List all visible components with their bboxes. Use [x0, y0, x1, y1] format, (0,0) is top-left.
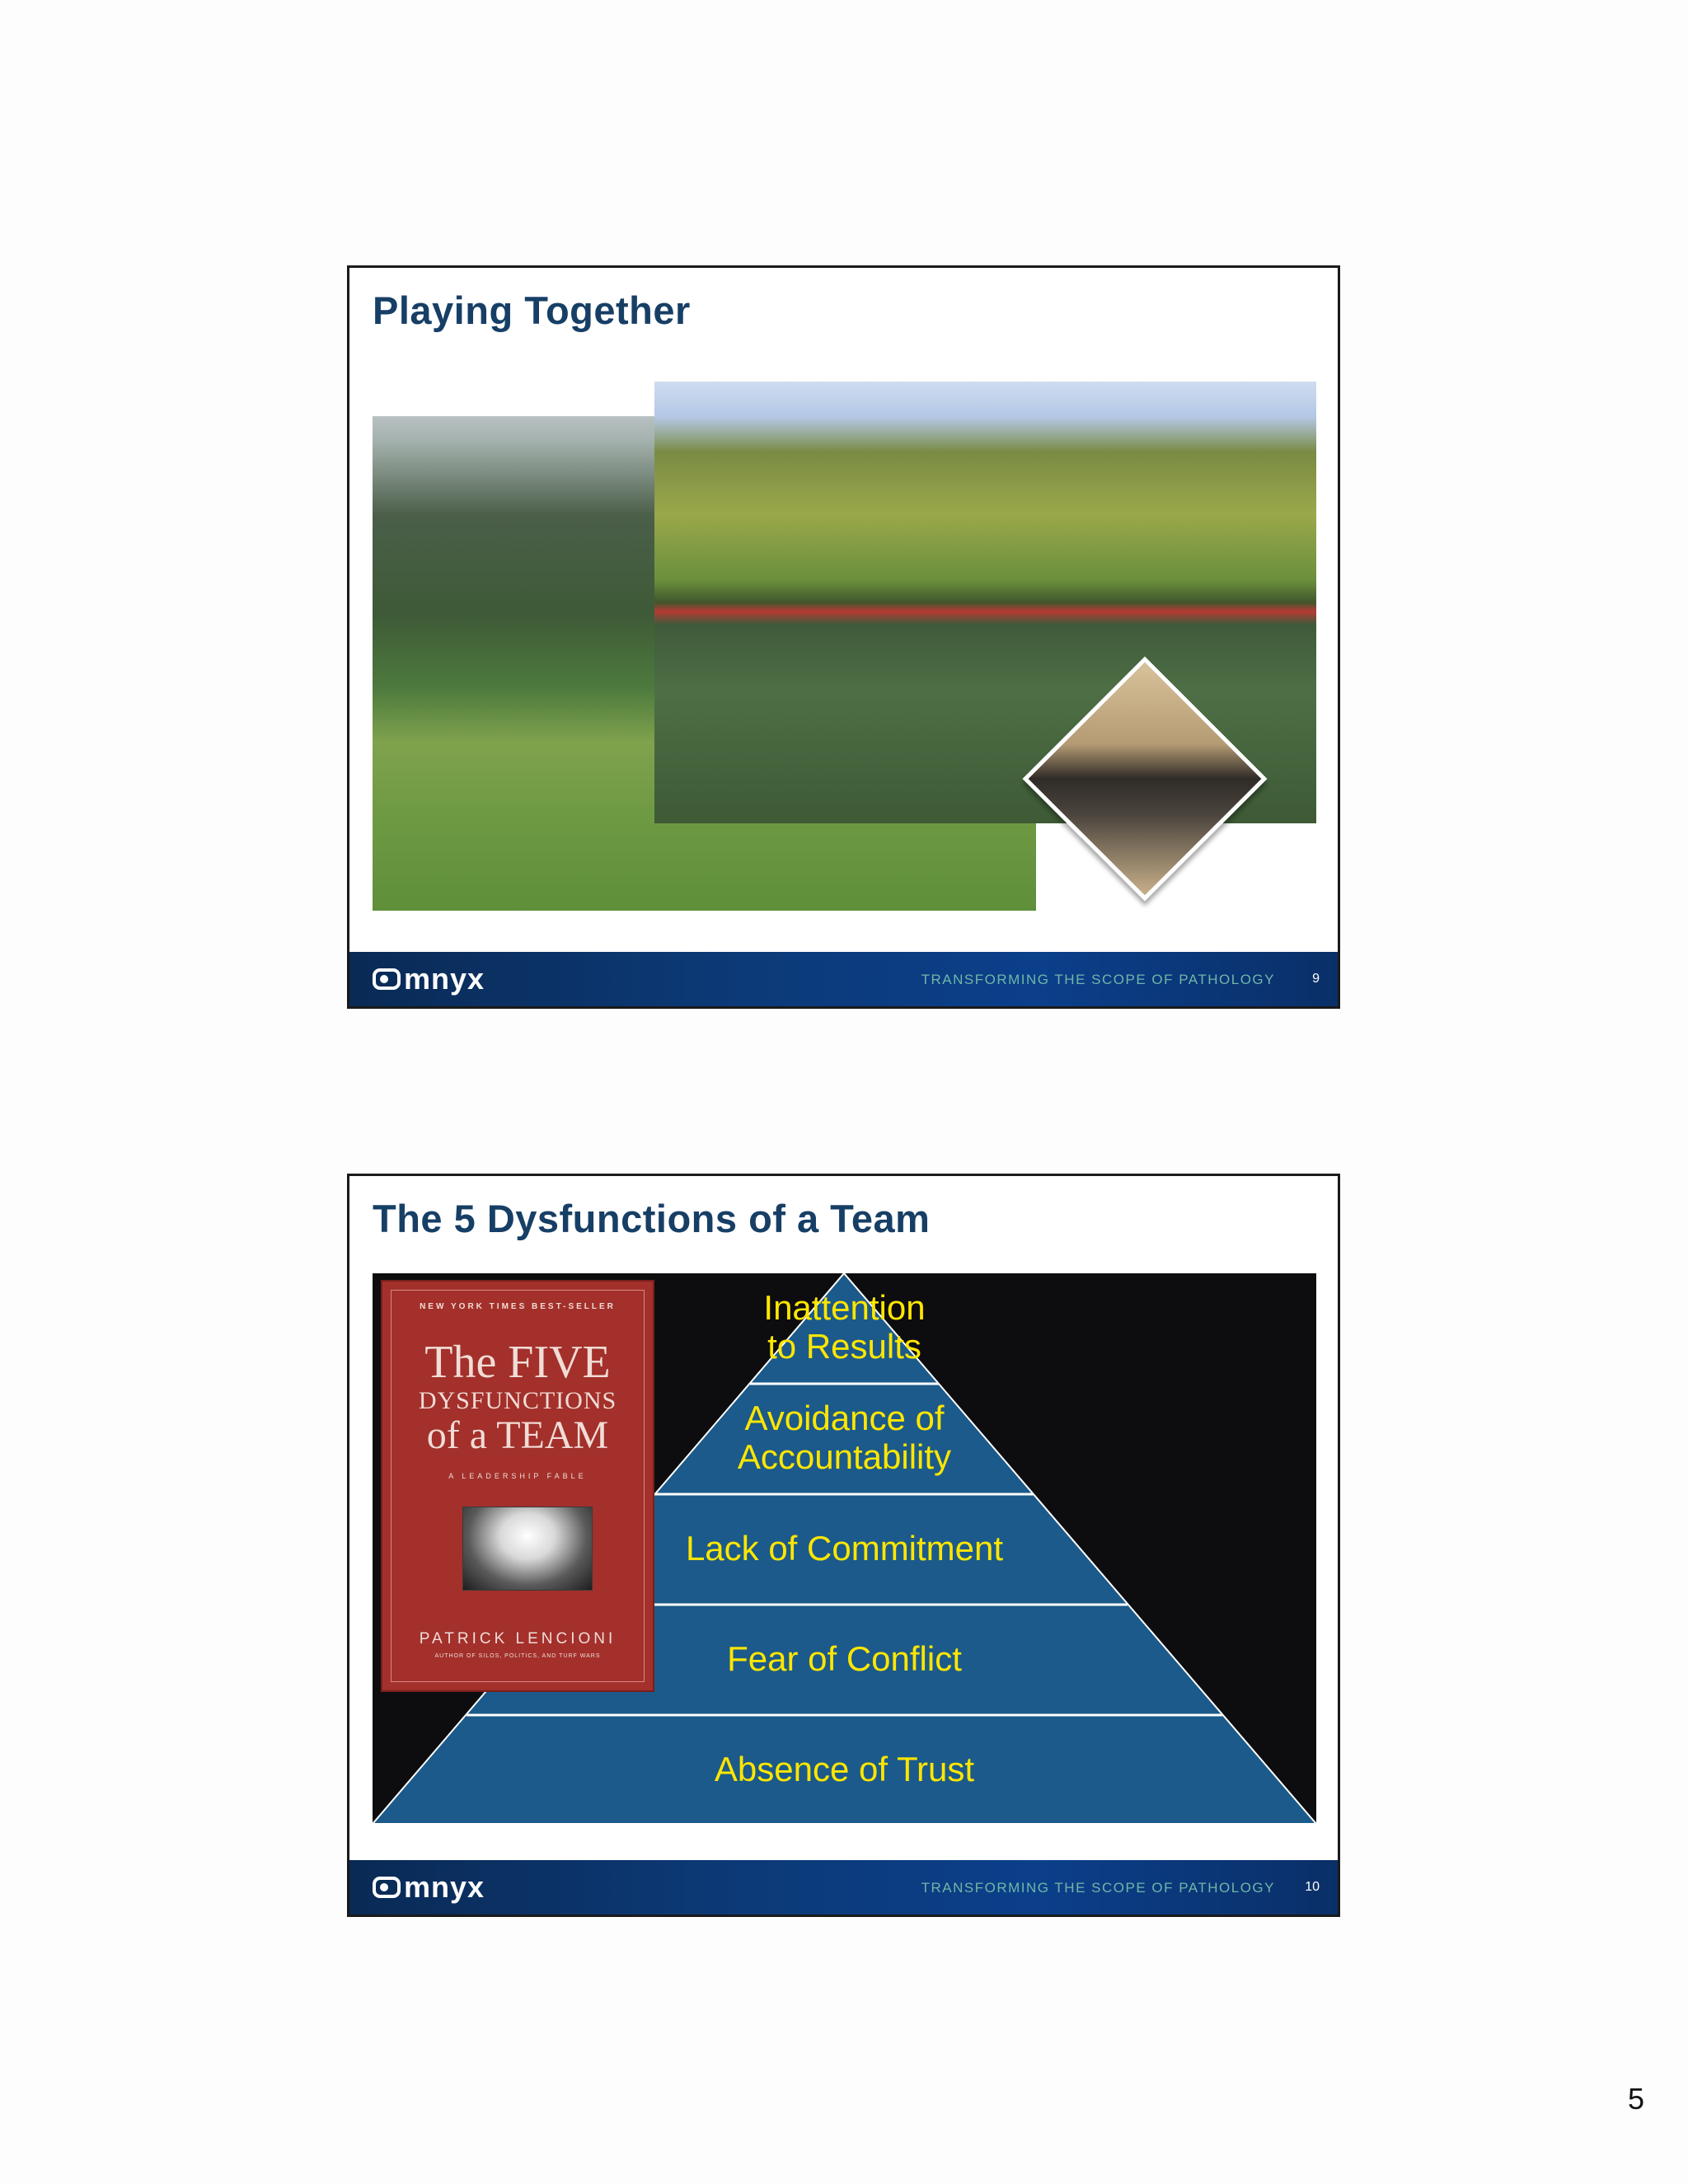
page-number: 5 [1628, 2082, 1644, 2116]
slide-title: Playing Together [373, 288, 691, 333]
slide-footer: mnyx TRANSFORMING THE SCOPE OF PATHOLOGY… [349, 1860, 1338, 1915]
book-author-sub: AUTHOR OF SILOS, POLITICS, AND TURF WARS [392, 1653, 644, 1659]
book-title-line3: of a TEAM [392, 1416, 644, 1455]
slide-playing-together: Playing Together mnyx TRANSFORMING THE S… [347, 265, 1340, 1009]
omnyx-logo-mark-icon [373, 968, 401, 990]
omnyx-logo: mnyx [373, 963, 485, 995]
book-cover-photo [462, 1507, 593, 1591]
slide-title: The 5 Dysfunctions of a Team [373, 1196, 930, 1241]
slide-number: 9 [1312, 972, 1320, 987]
omnyx-logo: mnyx [373, 1872, 485, 1903]
logo-text: mnyx [404, 964, 485, 994]
omnyx-logo-mark-icon [373, 1877, 401, 1898]
slide-five-dysfunctions: The 5 Dysfunctions of a Team Inattention… [347, 1174, 1340, 1917]
book-subtitle: A LEADERSHIP FABLE [392, 1472, 644, 1480]
footer-tagline: TRANSFORMING THE SCOPE OF PATHOLOGY [921, 1880, 1275, 1896]
book-title-line1: The FIVE [392, 1338, 644, 1386]
book-author: PATRICK LENCIONI [392, 1630, 644, 1648]
tier-absence-of-trust: Absence of Trust [373, 1750, 1316, 1788]
logo-text: mnyx [404, 1872, 485, 1902]
book-cover-image: NEW YORK TIMES BEST-SELLER The FIVE DYSF… [381, 1280, 654, 1692]
slide-footer: mnyx TRANSFORMING THE SCOPE OF PATHOLOGY… [349, 952, 1338, 1006]
book-title-line2: DYSFUNCTIONS [392, 1388, 644, 1414]
footer-tagline: TRANSFORMING THE SCOPE OF PATHOLOGY [921, 972, 1275, 988]
book-bestseller: NEW YORK TIMES BEST-SELLER [392, 1302, 644, 1311]
book-cover-border: NEW YORK TIMES BEST-SELLER The FIVE DYSF… [391, 1290, 645, 1682]
slide-number: 10 [1305, 1880, 1320, 1895]
